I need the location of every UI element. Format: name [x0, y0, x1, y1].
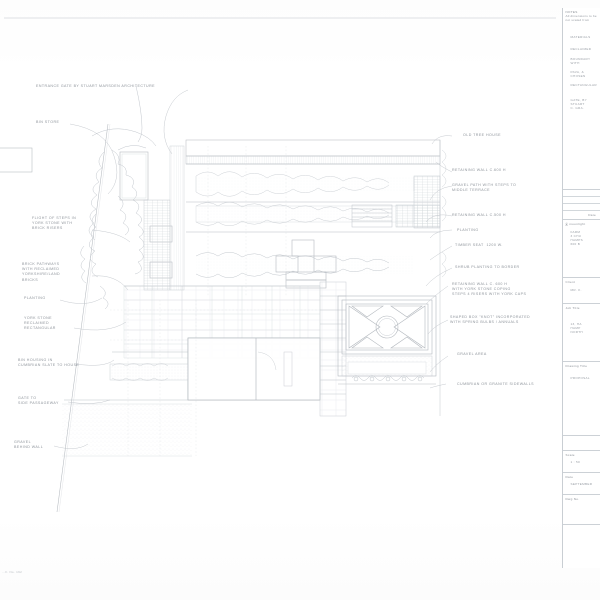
tb-client-label: Client	[565, 280, 576, 284]
sheet-footnote: ...F. No. 192	[2, 570, 23, 574]
tb-materials-2: BOUNDARY WITH	[570, 56, 591, 65]
setting-out-lines	[110, 146, 320, 456]
lower-planting-band	[195, 252, 414, 278]
tb-date-value: SEPTEMBER	[570, 482, 593, 486]
knot-centre-circle	[375, 315, 399, 339]
annotation-bin-housing: BIN HOUSING IN CUMBRIAN SLATE TO HOUSE	[18, 358, 80, 368]
annotation-planting-right: PLANTING	[457, 228, 479, 232]
knot-x-left-c	[351, 336, 384, 349]
knot-x-right-b	[390, 305, 423, 318]
tb-notes-label: NOTES	[565, 10, 578, 14]
annotation-flight-of-steps: FLIGHT OF STEPS IN YORK STONE WITH BRICK…	[32, 216, 77, 231]
upper-terrace	[185, 139, 441, 165]
tb-date-label: Date	[588, 212, 596, 217]
tb-spacer	[563, 436, 600, 451]
tb-notes-body: All dimensions to be not scaled from	[565, 14, 597, 23]
annotation-timber-seat: TIMBER SEAT 1200 W.	[455, 243, 503, 247]
annotation-gate-side-passage: GATE TO SIDE PASSAGEWAY	[18, 396, 59, 406]
tb-materials-0: MATERIALS	[570, 34, 591, 39]
knot-x-right-c	[390, 336, 423, 349]
tb-practice-cell: © moonlight FARM 3 CHU HAMPS 600 B	[563, 220, 600, 278]
upper-shrub-mass	[195, 171, 415, 197]
tb-address: FARM 3 CHU HAMPS 600 B	[570, 230, 584, 246]
tb-drawing-label: Drawing Title	[565, 364, 588, 368]
annotation-entrance-gates: ENTRANCE GATE BY STUART MARSDEN ARCHITEC…	[36, 84, 155, 88]
tb-copyright: © moonlight	[565, 222, 586, 226]
annotation-gravel-behind-wall: GRAVEL BEHIND WALL	[14, 440, 44, 450]
tb-drawing-value: PROPOSAL	[570, 376, 590, 380]
brick-pathway	[143, 145, 185, 291]
tb-materials-4: RECTANGULAR	[570, 82, 597, 87]
tb-scale-value: 1 : 50	[570, 460, 581, 464]
south-boundary	[64, 351, 189, 401]
annotation-retaining-wall-1: RETAINING WALL c.600 H	[452, 168, 506, 172]
left-building-outline	[0, 147, 33, 173]
tb-rev-row-1	[563, 190, 600, 197]
knot-x-left-a	[348, 305, 381, 349]
annotation-gravel-area: GRAVEL AREA	[457, 352, 487, 356]
tb-dwg-label: Dwg No.	[565, 497, 580, 501]
west-shrub-border	[80, 149, 145, 310]
annotation-bin-store: BIN STORE	[36, 120, 60, 124]
tb-rev-label: A	[565, 222, 568, 227]
annotation-old-tree-house: OLD TREE HOUSE	[463, 133, 501, 137]
tb-job-cell: Job Title 13, HA HAMP NORTH	[563, 304, 600, 362]
east-border	[413, 140, 447, 416]
tb-gate-note: GATE, BY STUART C. GRA.	[570, 97, 587, 110]
bin-store-outline	[119, 151, 149, 201]
annotation-retaining-wall-2: RETAINING WALL c.500 H	[452, 213, 506, 217]
tb-date-cell: Date SEPTEMBER	[563, 473, 600, 495]
annotation-shrub-planting: SHRUB PLANTING TO BORDER	[455, 265, 520, 269]
tb-client-value: MR. K.	[570, 288, 582, 292]
tb-rev-header: A Date	[563, 211, 600, 227]
annotation-knot-box: SHAPED BOX "KNOT" INCORPORATED WITH SPRI…	[450, 315, 531, 325]
title-block: NOTES All dimensions to be not scaled fr…	[562, 8, 600, 568]
house-block	[187, 337, 321, 401]
knot-x-right-a	[393, 305, 426, 349]
annotation-gravel-path-steps: GRAVEL PATH WITH STEPS TO MIDDLE TERRACE	[452, 183, 517, 193]
tb-notes-cell: NOTES All dimensions to be not scaled fr…	[563, 8, 600, 190]
tb-dwgno-cell: Dwg No.	[563, 495, 600, 525]
tb-scale-cell: Scale 1 : 50	[563, 451, 600, 473]
gravel-area	[341, 355, 433, 377]
scroll-edging	[351, 375, 425, 382]
annotation-planting-left: PLANTING	[24, 296, 46, 300]
annotation-cumbrian-setts: CUMBRIAN OR GRANITE SIDEWALLS	[457, 382, 535, 386]
knot-x-left-b	[351, 305, 384, 318]
gravel-behind-wall	[62, 403, 192, 457]
annotation-retaining-wall-3: RETAINING WALL c. 600 H WITH YORK STONE …	[452, 282, 527, 297]
tb-materials-3: PAVA, & CHOSEN	[570, 69, 586, 78]
tb-job-value: 13, HA HAMP NORTH	[570, 322, 583, 334]
leader-lines	[53, 89, 453, 449]
middle-terrace	[186, 201, 440, 233]
tb-drawing-cell: Drawing Title PROPOSAL	[563, 362, 600, 436]
annotation-brick-pathways: BRICK PATHWAYS WITH RECLAIMED YORKSHIRE/…	[22, 262, 61, 282]
tb-client-cell: Client MR. K.	[563, 278, 600, 304]
annotation-york-stone: YORK STONE RECLAIMED RECTANGULAR	[24, 316, 56, 331]
tb-materials-1: RECLAIMED	[570, 46, 592, 51]
central-walk	[319, 281, 347, 417]
tb-job-label: Job Title	[565, 306, 580, 310]
tb-date-field-label: Date	[565, 475, 574, 479]
tb-rev-row-3	[563, 204, 600, 211]
tb-scale-label: Scale	[565, 453, 575, 457]
tb-rev-row-2	[563, 197, 600, 204]
entrance-drive	[91, 85, 157, 151]
